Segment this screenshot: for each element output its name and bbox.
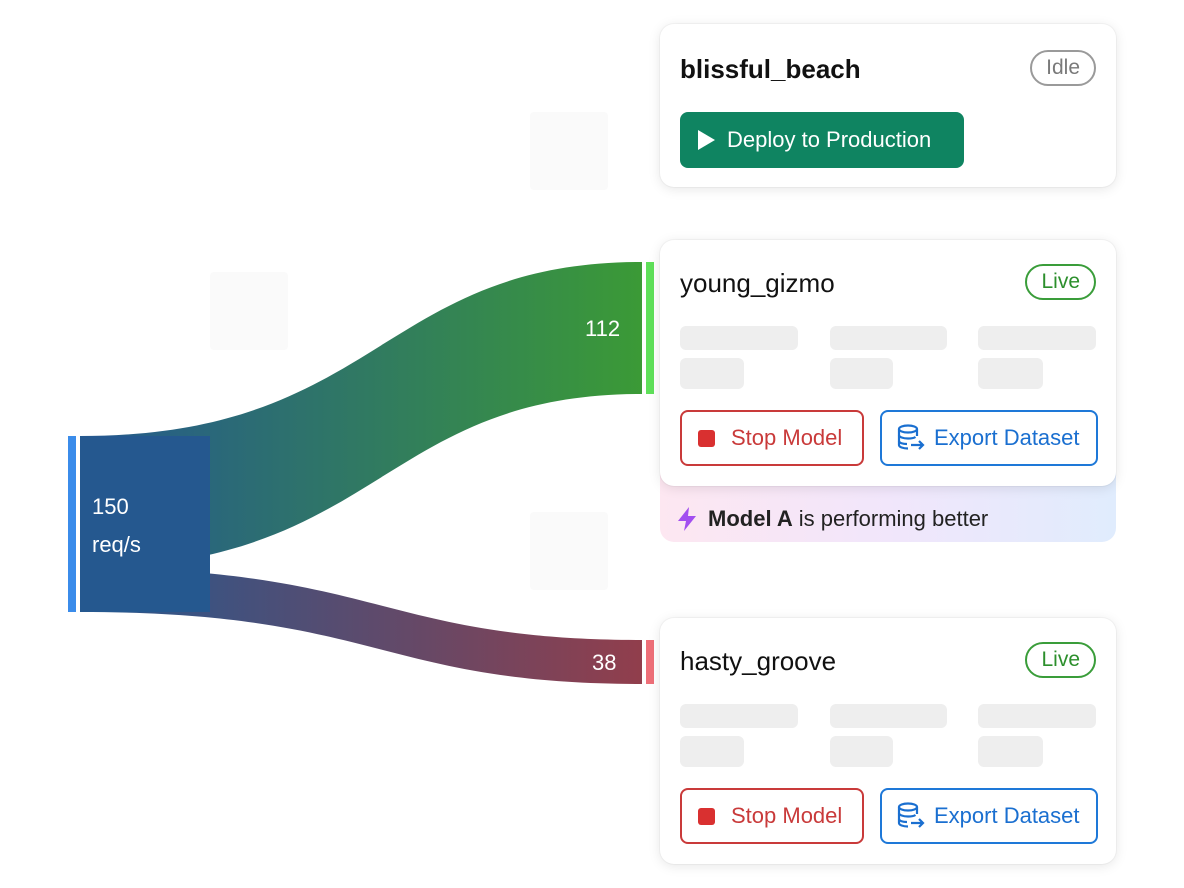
ghost-placeholder — [210, 272, 288, 350]
deploy-button-label: Deploy to Production — [727, 127, 932, 152]
model-name: hasty_groove — [680, 646, 837, 676]
stop-model-button[interactable]: Stop Model — [680, 788, 864, 844]
metric-value-placeholder — [830, 736, 893, 767]
insight-text: is performing better — [798, 506, 989, 531]
status-badge: Idle — [1030, 50, 1096, 86]
source-unit: req/s — [92, 532, 141, 557]
stop-square-icon — [698, 429, 715, 447]
export-button-label: Export Dataset — [934, 425, 1080, 450]
stop-model-button[interactable]: Stop Model — [680, 410, 864, 466]
flow-b-value: 38 — [592, 650, 617, 675]
metric-label-placeholder — [680, 704, 798, 728]
status-badge: Live — [1025, 264, 1096, 300]
model-b-accent-bar — [646, 640, 654, 684]
metric-label-placeholder — [830, 704, 947, 728]
metric-value-placeholder — [978, 736, 1043, 767]
insight-model: Model A — [708, 506, 793, 531]
metric-value-placeholder — [830, 358, 893, 389]
source-value: 150 — [92, 494, 129, 519]
metric-label-placeholder — [680, 326, 798, 350]
metric-label-placeholder — [978, 704, 1096, 728]
stop-button-label: Stop Model — [731, 425, 843, 450]
traffic-flow-diagram — [68, 262, 654, 684]
export-dataset-button[interactable]: Export Dataset — [880, 410, 1098, 466]
stop-button-label: Stop Model — [731, 803, 843, 828]
flow-to-model-a — [80, 262, 642, 568]
database-export-icon — [896, 801, 926, 831]
flow-to-model-b — [80, 568, 642, 684]
source-bar — [68, 436, 76, 612]
play-icon — [698, 130, 715, 150]
metric-label-placeholder — [830, 326, 947, 350]
model-a-accent-bar — [646, 262, 654, 394]
flow-a-value: 112 — [585, 316, 621, 341]
database-export-icon — [896, 423, 926, 453]
status-badge: Live — [1025, 642, 1096, 678]
export-dataset-button[interactable]: Export Dataset — [880, 788, 1098, 844]
stop-square-icon — [698, 807, 715, 825]
source-node — [80, 436, 210, 612]
metric-label-placeholder — [978, 326, 1096, 350]
model-name: young_gizmo — [680, 268, 835, 298]
staging-model-card: blissful_beach Idle Deploy to Production — [660, 24, 1116, 187]
model-b-card: hasty_groove Live Stop Model Export Data… — [660, 618, 1116, 864]
model-name: blissful_beach — [680, 54, 861, 84]
ghost-placeholder — [530, 112, 608, 190]
ghost-placeholder — [530, 512, 608, 590]
export-button-label: Export Dataset — [934, 803, 1080, 828]
lightning-bolt-icon — [676, 506, 698, 532]
metric-value-placeholder — [680, 736, 744, 767]
deploy-to-production-button[interactable]: Deploy to Production — [680, 112, 964, 168]
metric-value-placeholder — [978, 358, 1043, 389]
model-a-card: young_gizmo Live Stop Model Export Datas… — [660, 240, 1116, 486]
metric-value-placeholder — [680, 358, 744, 389]
